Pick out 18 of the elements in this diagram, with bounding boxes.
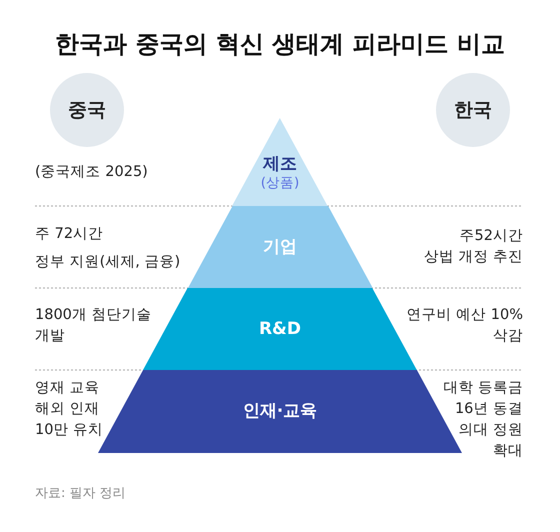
country-name: 한국 — [454, 98, 492, 123]
tier-label: 인재·교육 — [242, 401, 318, 422]
tier-label: 제조 — [262, 154, 297, 175]
tier-label: R&D — [258, 318, 301, 340]
side-note: 정부 지원(세제, 금융) — [35, 253, 182, 272]
side-note: 1800개 첨단기술 개발 — [35, 306, 153, 346]
side-note: 영재 교육 해외 인재 10만 유치 — [35, 379, 104, 440]
side-note: 연구비 예산 10% 삭감 — [406, 306, 523, 346]
side-note: 대학 등록금 16년 동결 의대 정원 확대 — [442, 379, 523, 461]
source-note: 자료: 필자 정리 — [35, 485, 126, 502]
side-note: 주52시간 — [458, 227, 523, 246]
side-note: 상법 개정 추진 — [422, 248, 523, 267]
country-name: 중국 — [68, 98, 106, 123]
title: 한국과 중국의 혁신 생태계 피라미드 비교 — [54, 29, 506, 60]
tier-label: 기업 — [262, 236, 297, 258]
side-note: 주 72시간 — [35, 225, 104, 244]
tier-label: (상품) — [260, 175, 300, 192]
side-note: (중국제조 2025) — [35, 163, 149, 182]
